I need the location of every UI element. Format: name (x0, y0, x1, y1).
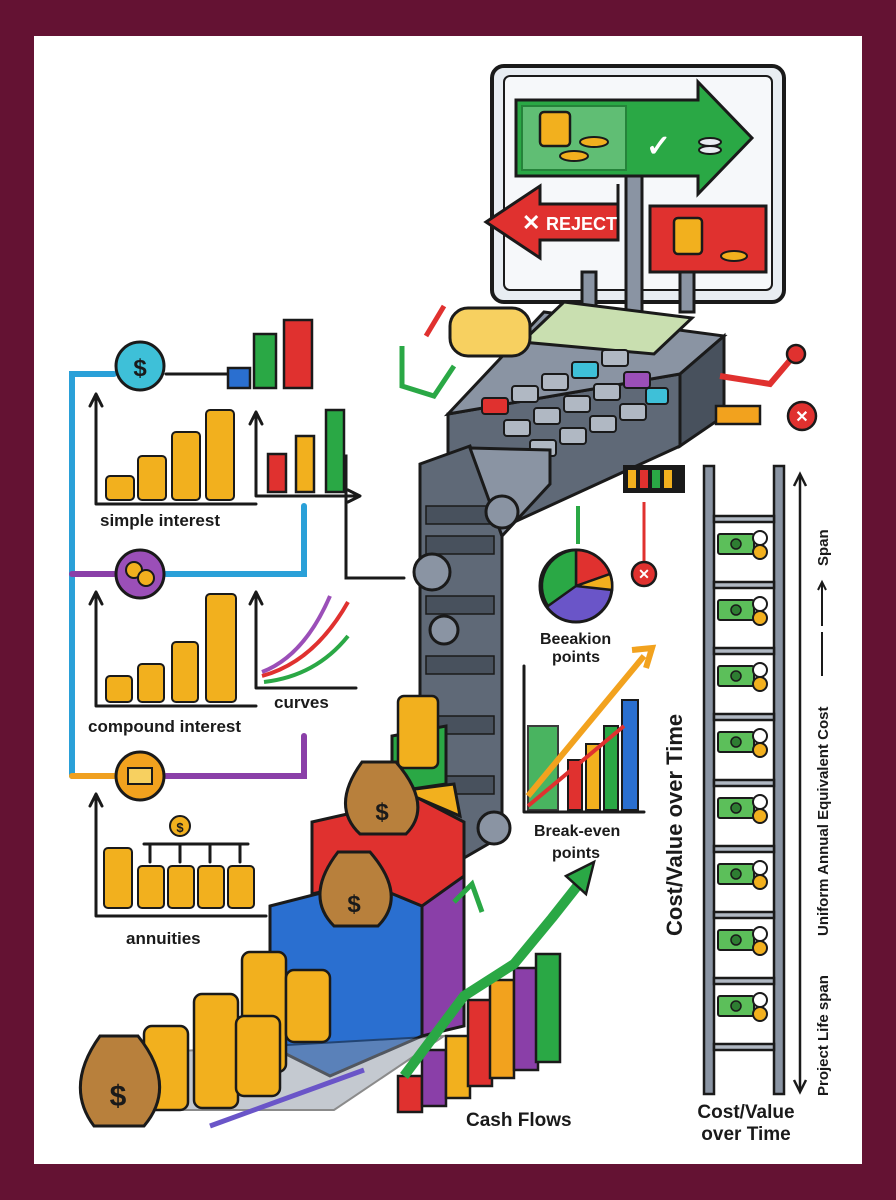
cross-icon: ✕ (522, 210, 540, 235)
mid-bar-chart (248, 408, 362, 504)
reject-label: REJECT (546, 214, 617, 234)
cash-flows-chart: Cash Flows (396, 859, 596, 1131)
reject-x-icon (786, 400, 818, 432)
svg-text:points: points (552, 845, 600, 862)
foreground-coins: $ (78, 950, 448, 1129)
cash-flows-label: Cash Flows (466, 1110, 572, 1131)
break-even-chart: Beeakion points Break-even points (522, 631, 657, 862)
breakeven-bottom-label: Break-even (534, 823, 620, 840)
thumbs-up-icon (538, 110, 572, 148)
simple-interest-label: simple interest (100, 511, 220, 530)
bill-clock-icon (717, 926, 768, 956)
compound-interest-label: compound interest (88, 717, 241, 736)
thumbs-down-icon (672, 216, 704, 256)
dollar-coin-icon (169, 815, 191, 837)
dollar-circle-node-1: $ (114, 340, 166, 392)
top-bar-chart (226, 318, 314, 390)
calculator-machine: ✕ (399, 300, 818, 526)
coins-circle-node-3 (114, 750, 166, 802)
bill-clock-icon (717, 992, 768, 1022)
calculator-keypad (481, 349, 669, 457)
svg-text:$: $ (347, 891, 361, 918)
curves-label: curves (274, 693, 329, 712)
decision-signboard: ✓ ✕ REJECT (483, 64, 786, 322)
annuities-label: annuities (126, 929, 201, 948)
simple-interest-chart: simple interest (88, 392, 258, 530)
gear-icon (412, 552, 452, 592)
svg-text:$: $ (176, 820, 184, 835)
project-life-label: Project Life span (815, 975, 832, 1096)
reject-arrow-sign: ✕ REJECT (483, 183, 768, 274)
annuities-chart: $ annuities (88, 792, 268, 948)
bill-clock-icon (717, 728, 768, 758)
paper-roll (448, 306, 532, 358)
bill-clock-icon (717, 662, 768, 692)
span-label: Span (815, 529, 832, 566)
money-bag-icon: $ (78, 1034, 162, 1128)
uniform-annual-label: Uniform Annual Equivalent Cost (815, 707, 832, 936)
bill-clock-icon (717, 530, 768, 560)
breakeven-top-label: Beeakion (540, 631, 611, 648)
engineering-economics-diagram: $ simple interest (69, 64, 832, 1145)
gear-icon (428, 614, 460, 646)
coin-stack (105, 409, 235, 501)
check-icon: ✓ (646, 130, 671, 163)
money-bag-icon: $ (318, 850, 393, 928)
coin-grid-icon (127, 767, 153, 785)
dollar-icon: $ (133, 355, 147, 382)
bill-clock-icon (717, 794, 768, 824)
cost-value-vertical-label: Cost/Value over Time (662, 714, 687, 936)
curves-chart: curves (248, 590, 358, 712)
infographic-canvas: $ simple interest (34, 36, 862, 1164)
bill-clock-icon (717, 860, 768, 890)
money-bag-icon: $ (344, 760, 420, 836)
bill-clock-icon (717, 596, 768, 626)
accept-arrow-sign: ✓ (514, 78, 755, 198)
cost-value-bottom-label: Cost/Value (697, 1102, 794, 1123)
coin-stack (396, 694, 440, 770)
coins-circle-node-2 (114, 548, 166, 600)
gear-icon (476, 810, 512, 846)
svg-text:✕: ✕ (795, 409, 808, 426)
svg-text:$: $ (110, 1080, 127, 1113)
svg-text:$: $ (375, 799, 389, 826)
svg-text:over Time: over Time (701, 1124, 790, 1145)
project-life-axis: Span Uniform Annual Equivalent Cost Proj… (792, 471, 832, 1096)
time-ladder: Cost/Value over Time (697, 464, 795, 1145)
svg-text:✕: ✕ (638, 566, 650, 582)
gear-icon (484, 494, 520, 530)
compound-interest-chart: compound interest (88, 590, 258, 736)
pie-chart: ✕ (538, 502, 658, 624)
svg-text:points: points (552, 649, 600, 666)
